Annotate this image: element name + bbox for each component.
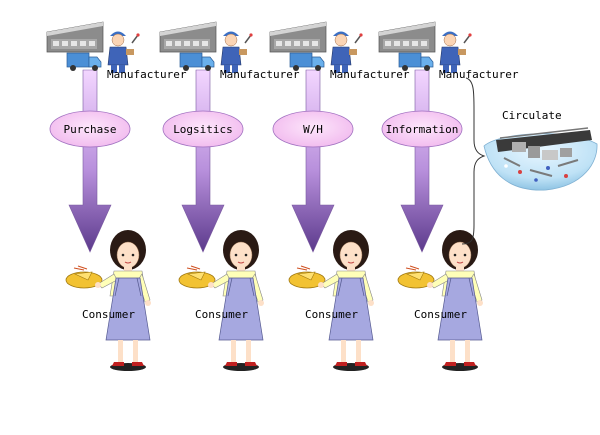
channel-oval [381, 110, 463, 148]
plate [178, 271, 216, 289]
consumer-label: Consumer [414, 308, 467, 321]
jumper [437, 277, 483, 341]
face [116, 241, 140, 269]
factory-icon [46, 21, 104, 71]
manufacturer-label: Manufacturer [107, 68, 187, 81]
worker-icon [107, 31, 140, 73]
plate [397, 271, 435, 289]
column-4 [378, 21, 483, 371]
plate [65, 271, 103, 289]
consumer-label: Consumer [82, 308, 135, 321]
face [339, 241, 363, 269]
channel-label: Logsitics [173, 123, 233, 136]
circulate-illustration [483, 127, 598, 191]
channel-oval [49, 110, 131, 148]
down-arrow [400, 69, 444, 253]
circulate-label: Circulate [502, 109, 562, 122]
column-1 [46, 21, 151, 371]
down-arrow [291, 69, 335, 253]
consumer-label: Consumer [305, 308, 358, 321]
face [229, 241, 253, 269]
worker-icon [220, 31, 253, 73]
factory-icon [269, 21, 327, 71]
consumer-figure [65, 230, 151, 371]
consumer-figure [178, 230, 264, 371]
column-2 [159, 21, 264, 371]
consumer-figure [397, 230, 483, 371]
channel-label: Purchase [63, 123, 117, 136]
channel-label: W/H [303, 123, 323, 136]
down-arrow [181, 69, 225, 253]
worker-icon [330, 31, 363, 73]
consumer-figure [288, 230, 374, 371]
consumer-label: Consumer [195, 308, 248, 321]
worker-icon [439, 31, 472, 73]
channel-oval [162, 110, 244, 148]
factory-icon [159, 21, 217, 71]
grouping-brace [461, 77, 486, 245]
manufacturer-label: Manufacturer [439, 68, 519, 81]
face [448, 241, 472, 269]
channel-label: Information [385, 123, 459, 136]
jumper [105, 277, 151, 341]
manufacturer-label: Manufacturer [330, 68, 410, 81]
factory-icon [378, 21, 436, 71]
jumper [328, 277, 374, 341]
channel-oval [272, 110, 354, 148]
down-arrow [68, 69, 112, 253]
plate [288, 271, 326, 289]
column-3 [269, 21, 374, 371]
jumper [218, 277, 264, 341]
manufacturer-label: Manufacturer [220, 68, 300, 81]
